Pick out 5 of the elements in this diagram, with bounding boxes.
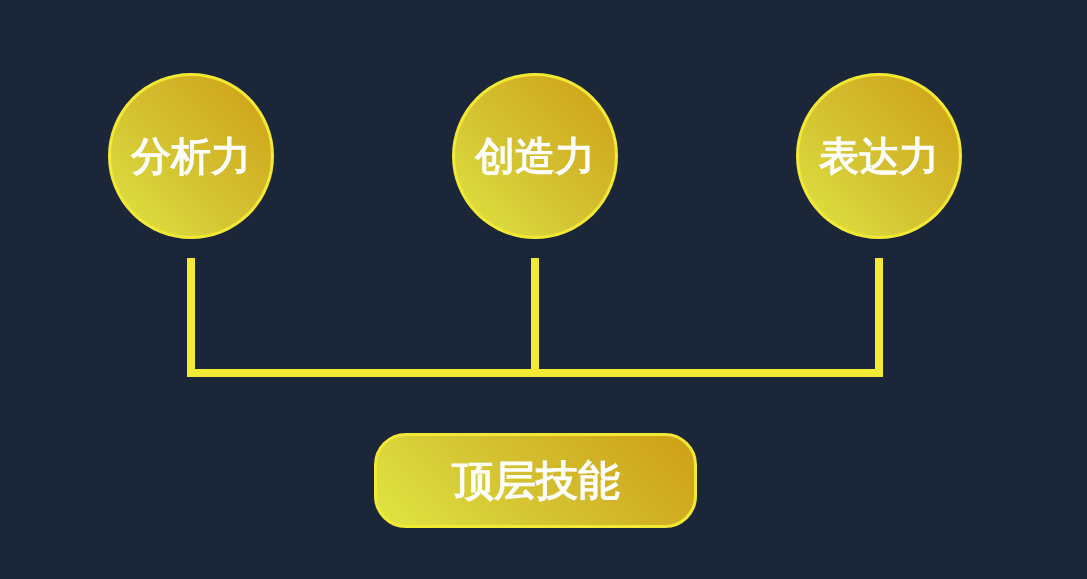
- skill-label: 分析力: [131, 136, 251, 176]
- skill-label: 顶层技能: [451, 459, 620, 502]
- skill-label: 创造力: [475, 136, 595, 176]
- skill-pill: [374, 433, 697, 528]
- skill-label: 表达力: [819, 136, 939, 176]
